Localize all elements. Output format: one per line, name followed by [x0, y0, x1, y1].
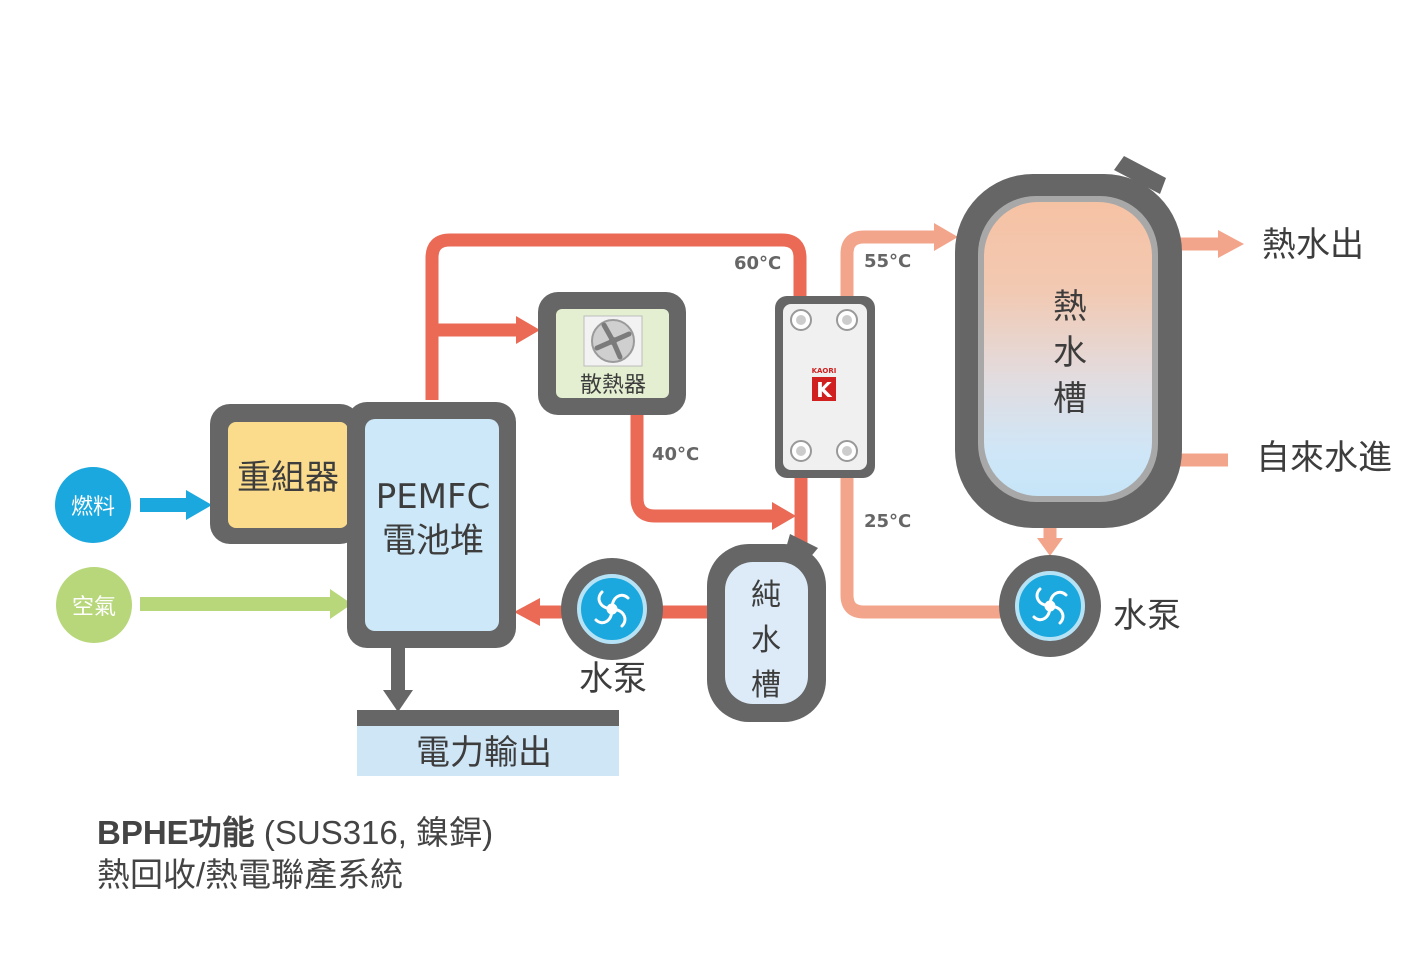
air-label: 空氣 [72, 595, 116, 620]
power-output: 電力輸出 [357, 710, 619, 776]
radiator-box: 散熱器 [538, 292, 686, 415]
bphe-heat-exchanger: KAORI K [775, 296, 875, 478]
pure-tank-char-1: 純 [751, 578, 781, 613]
temp-55: 55°C [864, 251, 911, 272]
bphe-mark: K [816, 378, 833, 402]
tap-water-in-label: 自來水進 [1256, 438, 1392, 478]
kaori-logo-icon [812, 377, 836, 401]
temp-40: 40°C [652, 444, 699, 465]
fuel-label: 燃料 [71, 495, 115, 520]
stack-label-line1: PEMFC [376, 477, 491, 517]
air-input: 空氣 [56, 567, 132, 643]
temp-25: 25°C [864, 511, 911, 532]
hot-water-tank: 熱 水 槽 [955, 156, 1182, 528]
power-arrow [383, 648, 413, 712]
caption-subtitle: 熱回收/熱電聯產系統 [97, 856, 404, 893]
pump-impeller-icon-right [1032, 587, 1068, 625]
pump-left-label: 水泵 [579, 659, 647, 699]
hot-tank-char-1: 熱 [1053, 287, 1087, 327]
pure-water-tank: 純 水 槽 [707, 534, 826, 722]
hot-pipe-radiator-out [630, 415, 772, 523]
hot-pipes [425, 233, 808, 619]
pure-tank-char-2: 水 [751, 623, 781, 658]
caption-title-rest: (SUS316, 鎳銲) [254, 814, 494, 851]
warm-pipe-bphe-to-hot-tank [840, 230, 934, 300]
hot-tank-char-3: 槽 [1053, 379, 1087, 419]
reformer-label: 重組器 [237, 458, 339, 498]
fuel-arrow [140, 490, 212, 520]
water-pump-left [561, 558, 663, 660]
warm-pipe-pump-to-bphe [840, 470, 1004, 619]
hot-tank-char-2: 水 [1053, 333, 1087, 373]
caption-title: BPHE功能 (SUS316, 鎳銲) [97, 812, 493, 854]
pemfc-stack: PEMFC 電池堆 [347, 402, 516, 648]
water-pump-right [999, 555, 1101, 657]
stack-label-line2: 電池堆 [382, 521, 484, 561]
fan-icon [583, 315, 643, 367]
caption-title-bold: BPHE功能 [97, 814, 255, 851]
fuel-input: 燃料 [55, 467, 131, 543]
hot-pipe-stack-to-bphe [425, 233, 807, 400]
power-output-label: 電力輸出 [416, 733, 552, 773]
caption: BPHE功能 (SUS316, 鎳銲) 熱回收/熱電聯產系統 [97, 812, 493, 896]
air-arrow [140, 589, 352, 619]
temp-60: 60°C [734, 253, 781, 274]
pump-impeller-icon [594, 590, 630, 628]
warm-pipes [840, 230, 1228, 619]
bphe-logo-text: KAORI [812, 367, 837, 375]
pure-tank-char-3: 槽 [751, 668, 781, 703]
radiator-label: 散熱器 [580, 373, 646, 398]
reformer-box: 重組器 [210, 404, 360, 544]
pump-right-label: 水泵 [1113, 596, 1181, 636]
hot-water-out-label: 熱水出 [1262, 225, 1364, 265]
